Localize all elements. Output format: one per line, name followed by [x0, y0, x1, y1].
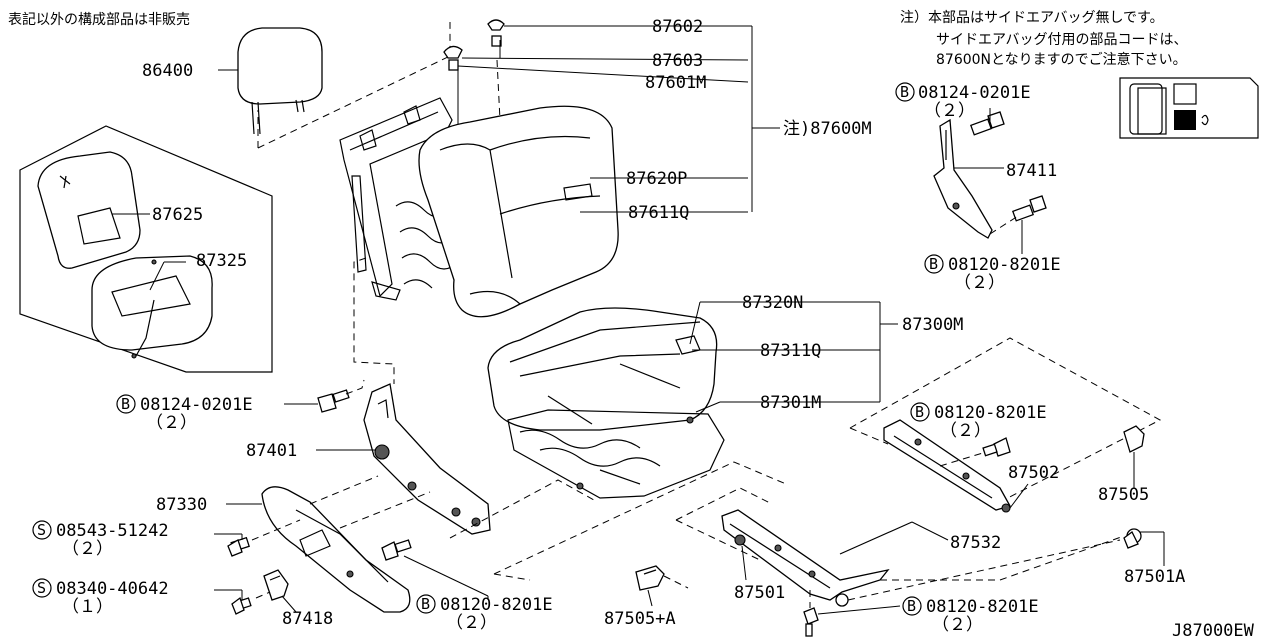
side-cover-87330-drawing [261, 486, 411, 613]
screw-s2 [231, 596, 252, 615]
bolt-mark-b4 [416, 594, 436, 614]
bolt-b1-code: 08124-0201E [918, 83, 1031, 103]
label-87501: 87501 [734, 583, 785, 603]
label-87401: 87401 [246, 441, 297, 461]
screw-s1-code: 08543-51242 [56, 521, 169, 541]
screw-s2-qty: （１） [62, 597, 113, 617]
bolt-mark-b5-letter: B [915, 403, 924, 421]
screw-mark-s1 [32, 520, 52, 540]
bolt-b1-qty: （２） [924, 101, 975, 121]
bolt-mark-b6-letter: B [907, 597, 916, 615]
label-87532: 87532 [950, 533, 1001, 553]
bolt-mark-b4-letter: B [421, 595, 430, 613]
bolt-b3-qty: （２） [146, 413, 197, 433]
label-87418: 87418 [282, 609, 333, 629]
label-87325: 87325 [196, 251, 247, 271]
screw-mark-s2-letter: S [37, 579, 46, 597]
bolt-left-08124 [317, 389, 350, 413]
label-87625: 87625 [152, 205, 203, 225]
bolt-87501A [1123, 528, 1142, 549]
bolt-lower-right [1011, 195, 1047, 222]
label-87505A: 87505+A [604, 609, 676, 629]
bolt-b2-qty: （２） [954, 273, 1005, 293]
diagram-code: J87000EW [1172, 621, 1255, 640]
bolt-b3-code: 08124-0201E [140, 395, 253, 415]
recliner-87401-drawing [363, 383, 491, 535]
bolt-mark-b3-letter: B [121, 395, 130, 413]
label-87301M: 87301M [760, 393, 821, 413]
label-87611Q: 87611Q [628, 203, 689, 223]
bolt-mark-b1-letter: B [900, 83, 909, 101]
bolt-mark-b5 [910, 402, 930, 422]
header-note: 表記以外の構成部品は非販売 [8, 11, 190, 28]
wire-87532 [839, 521, 913, 555]
label-87505: 87505 [1098, 485, 1149, 505]
note-line-3: 87600Nとなりますのでご注意下さい。 [936, 51, 1187, 68]
bolt-right-rail [982, 437, 1011, 457]
note-line-2: サイドエアバッグ付用の部品コードは、 [936, 32, 1187, 48]
screw-s2-code: 08340-40642 [56, 579, 169, 599]
bolt-mark-b1 [895, 82, 915, 102]
headrest-86400-drawing [237, 27, 323, 135]
seat-pan-frame-drawing [507, 409, 725, 499]
top-clips-drawing [443, 19, 505, 71]
label-87600M: 注)87600M [783, 119, 872, 139]
bolt-b5-qty: （２） [940, 421, 991, 441]
label-87320N: 87320N [742, 293, 803, 313]
bolt-bottom [803, 607, 819, 637]
bolt-b5-code: 08120-8201E [934, 403, 1047, 423]
rail-87501-drawing [721, 509, 890, 607]
label-87300M: 87300M [902, 315, 963, 335]
clip-87505A-drawing [635, 565, 665, 591]
bolt-mark-b2-letter: B [929, 255, 938, 273]
bracket-87411-drawing [933, 118, 993, 239]
bolt-lower-middle [381, 539, 412, 561]
screw-s1-qty: （２） [62, 539, 113, 559]
side-airbag-label-icon [1119, 77, 1259, 139]
rail-87502-drawing [883, 419, 1011, 513]
clip-87418-drawing [263, 569, 289, 601]
bolt-b6-code: 08120-8201E [926, 597, 1039, 617]
screw-mark-s1-letter: S [37, 521, 46, 539]
label-87311Q: 87311Q [760, 341, 821, 361]
bolt-b2-code: 08120-8201E [948, 255, 1061, 275]
bolt-mark-b6 [902, 596, 922, 616]
label-87502: 87502 [1008, 463, 1059, 483]
label-87601M: 87601M [645, 73, 706, 93]
bolt-b4-qty: （２） [446, 613, 497, 633]
bolt-mark-b3 [116, 394, 136, 414]
seat-cushion-drawing [487, 307, 718, 431]
screw-mark-s2 [32, 578, 52, 598]
label-87501A: 87501A [1124, 567, 1185, 587]
label-87620P: 87620P [626, 169, 687, 189]
label-87330: 87330 [156, 495, 207, 515]
bolt-b6-qty: （２） [932, 615, 983, 635]
inset-frame [19, 125, 273, 373]
seatback-cushion-drawing [418, 105, 619, 318]
label-87411: 87411 [1006, 161, 1057, 181]
cap-87505-drawing [1123, 425, 1145, 453]
inset-seat-drawing [37, 151, 213, 359]
bolt-upper-right [969, 111, 1005, 136]
bolt-b4-code: 08120-8201E [440, 595, 553, 615]
label-87602: 87602 [652, 17, 703, 37]
screw-s1 [227, 536, 250, 557]
note-line-1: 注）本部品はサイドエアバッグ無しです。 [900, 10, 1164, 26]
label-86400: 86400 [142, 61, 193, 81]
label-87603: 87603 [652, 51, 703, 71]
bolt-mark-b2 [924, 254, 944, 274]
